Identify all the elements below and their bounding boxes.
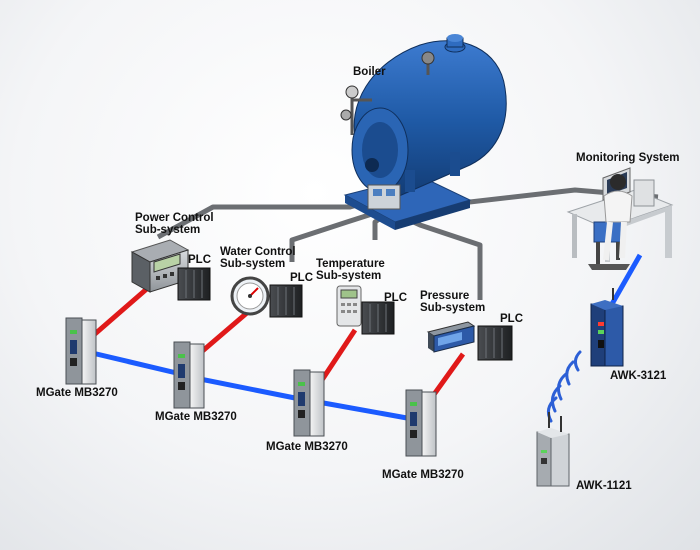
water-control-label-line1: Water Control <box>220 246 296 258</box>
mgate-device-3 <box>294 370 324 436</box>
plc-label-power: PLC <box>188 254 211 266</box>
mgate-label-1: MGate MB3270 <box>36 387 118 399</box>
wireless-signal <box>548 352 580 421</box>
awk-3121-device <box>591 288 623 366</box>
pressure-label-line2: Sub-system <box>420 302 485 314</box>
plc-label-water: PLC <box>290 272 313 284</box>
monitoring-system-label: Monitoring System <box>576 152 680 164</box>
ethernet-link-1 <box>88 352 185 375</box>
pressure-display <box>428 322 474 352</box>
mgate-label-2: MGate MB3270 <box>155 411 237 423</box>
awk-3121-label: AWK-3121 <box>610 370 666 382</box>
ethernet-link-3 <box>318 402 418 420</box>
water-control-label-line2: Sub-system <box>220 258 285 270</box>
awk-1121-label: AWK-1121 <box>576 480 632 492</box>
mgate-device-4 <box>406 390 436 456</box>
water-control-link <box>292 214 372 262</box>
mgate-label-4: MGate MB3270 <box>382 469 464 481</box>
plc-label-pressure: PLC <box>500 313 523 325</box>
plc-label-temperature: PLC <box>384 292 407 304</box>
mgate-device-2 <box>174 342 204 408</box>
plc-temperature <box>362 302 394 334</box>
plc-pressure <box>478 326 512 360</box>
monitoring-workstation <box>568 168 672 270</box>
awk-1121-device <box>537 412 569 486</box>
power-control-label-line2: Sub-system <box>135 224 200 236</box>
pressure-label-line1: Pressure <box>420 290 469 302</box>
boiler-label: Boiler <box>353 66 386 78</box>
water-pressure-gauge <box>232 278 268 314</box>
power-control-label-line1: Power Control <box>135 212 214 224</box>
mgate-label-3: MGate MB3270 <box>266 441 348 453</box>
mgate-device-1 <box>66 318 96 384</box>
temperature-controller <box>337 286 361 326</box>
temperature-label-line2: Sub-system <box>316 270 381 282</box>
pressure-link <box>396 214 480 300</box>
temperature-label-line1: Temperature <box>316 258 385 270</box>
plc-power <box>178 268 210 300</box>
ethernet-links <box>88 352 418 420</box>
ethernet-link-2 <box>195 378 295 398</box>
plc-water <box>270 285 302 317</box>
